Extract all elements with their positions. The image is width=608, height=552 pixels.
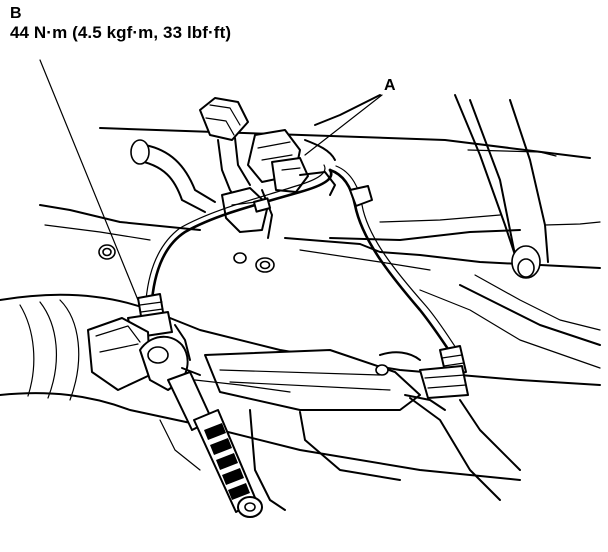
sensor-wire-left bbox=[145, 164, 333, 302]
hose bbox=[130, 139, 216, 213]
torque-spec-label: 44 N·m (4.5 kgf·m, 33 lbf·ft) bbox=[10, 23, 232, 42]
sensor-wire-right bbox=[304, 94, 457, 354]
socket-wrench bbox=[87, 317, 263, 518]
floor-panel bbox=[39, 94, 601, 369]
side-member bbox=[469, 99, 541, 279]
oxygen-sensor-a bbox=[404, 345, 469, 411]
floor-bolts bbox=[98, 244, 275, 273]
leader-lines bbox=[39, 59, 383, 306]
callout-b-label: B bbox=[10, 5, 22, 22]
exhaust-pipe bbox=[0, 293, 601, 511]
brackets bbox=[194, 351, 421, 393]
callout-a-label: A bbox=[384, 77, 396, 94]
